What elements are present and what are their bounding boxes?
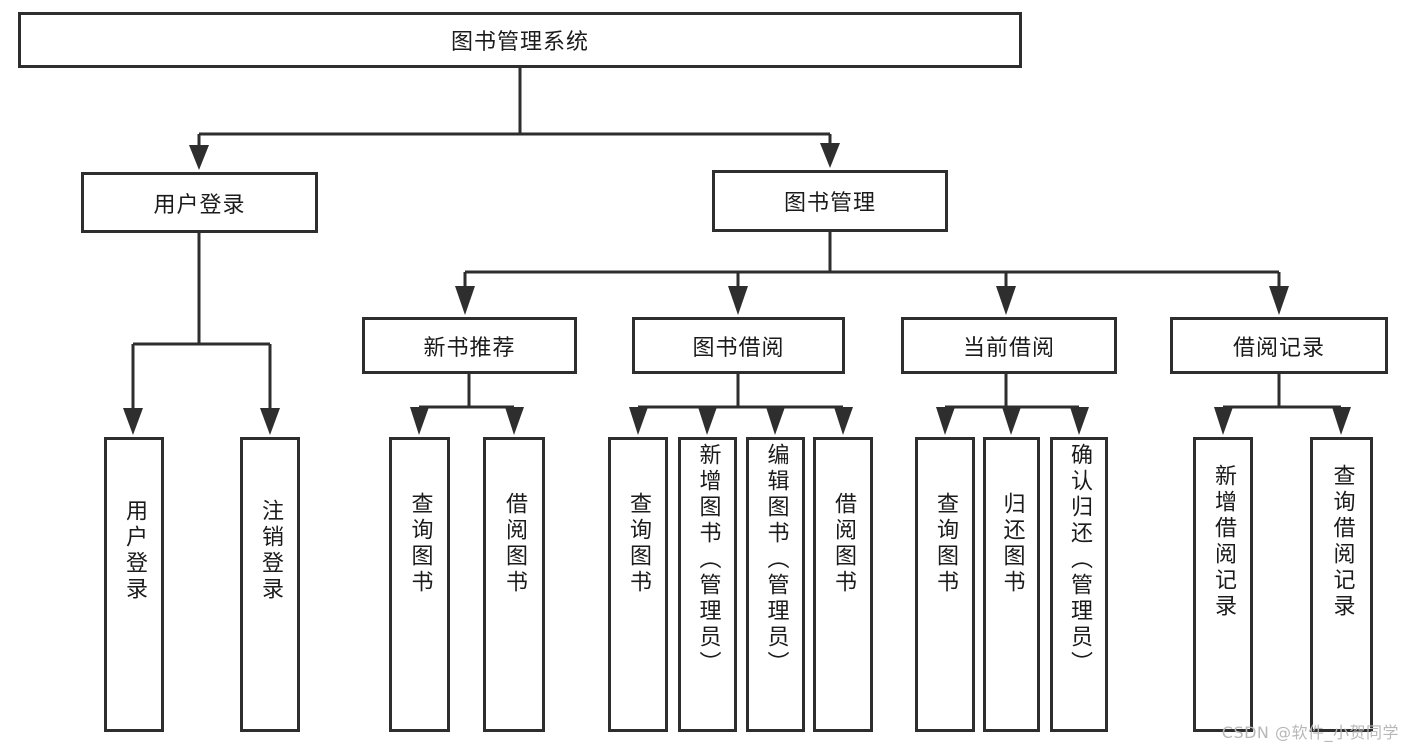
- node-root-box[interactable]: [18, 12, 1022, 68]
- node-book-borrow-box[interactable]: [632, 317, 845, 374]
- leaf-box[interactable]: [915, 437, 975, 732]
- connector-group-current: [936, 374, 1089, 435]
- arrowhead-newbook-leaf-2: [505, 407, 524, 435]
- node-current-borrow-box[interactable]: [901, 317, 1117, 374]
- node-borrow-record-box[interactable]: [1170, 317, 1388, 374]
- leaf-box[interactable]: [1050, 437, 1108, 732]
- watermark: CSDN @软件_小贺同学: [1221, 723, 1399, 742]
- leaf-box[interactable]: [483, 437, 545, 732]
- arrowhead-login-leaf-2: [260, 408, 280, 435]
- arrowhead-borrow-leaf-1: [629, 407, 648, 435]
- arrowhead-to-borrow: [728, 286, 748, 315]
- node-user-login-box[interactable]: [81, 172, 318, 233]
- arrowhead-to-new-book: [455, 286, 475, 315]
- arrowhead-login-leaf-1: [123, 408, 143, 435]
- arrowhead-record-leaf-1: [1214, 407, 1233, 435]
- connector-group-book-mgmt: [455, 232, 1289, 315]
- leaf-box[interactable]: [983, 437, 1040, 732]
- leaf-box[interactable]: [813, 437, 873, 732]
- connector-group-user-login: [123, 233, 280, 435]
- leaf-box[interactable]: [240, 437, 300, 732]
- connector-group-record: [1214, 374, 1351, 435]
- leaf-box[interactable]: [608, 437, 668, 732]
- leaf-box[interactable]: [1310, 437, 1373, 732]
- arrowhead-borrow-leaf-3: [766, 407, 785, 435]
- arrowhead-current-leaf-3: [1070, 407, 1089, 435]
- leaf-box[interactable]: [678, 437, 737, 732]
- leaf-box[interactable]: [104, 437, 164, 732]
- arrowhead-root-to-login: [189, 145, 209, 170]
- connector-group-new-book: [410, 374, 524, 435]
- arrowhead-newbook-leaf-1: [410, 407, 429, 435]
- connector-group-borrow: [629, 374, 853, 435]
- arrowhead-current-leaf-1: [936, 407, 955, 435]
- connector-group-root: [189, 68, 840, 170]
- arrowhead-current-leaf-2: [1002, 407, 1021, 435]
- node-new-book-box[interactable]: [362, 317, 577, 374]
- arrowhead-root-to-bookmgmt: [820, 143, 840, 168]
- arrowhead-record-leaf-2: [1332, 407, 1351, 435]
- arrowhead-to-current: [996, 286, 1016, 315]
- node-book-mgmt-box[interactable]: [712, 170, 948, 232]
- arrowhead-borrow-leaf-4: [834, 407, 853, 435]
- leaf-box[interactable]: [746, 437, 805, 732]
- arrowhead-borrow-leaf-2: [698, 407, 717, 435]
- arrowhead-to-record: [1269, 286, 1289, 315]
- leaf-box[interactable]: [1193, 437, 1253, 732]
- leaf-box[interactable]: [389, 437, 450, 732]
